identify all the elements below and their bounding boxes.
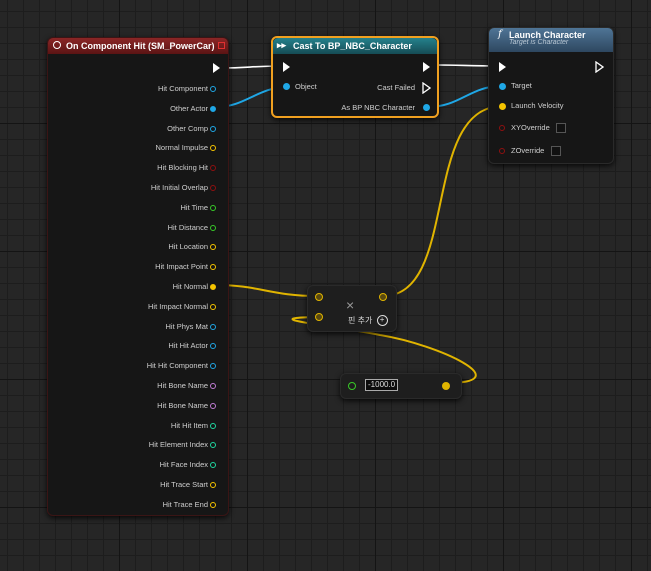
event-node-header[interactable]: On Component Hit (SM_PowerCar)	[48, 38, 228, 54]
cast-exec-out-pin[interactable]	[423, 62, 430, 72]
event-pin-label: Hit Location	[168, 242, 208, 252]
event-node-on-component-hit[interactable]: On Component Hit (SM_PowerCar) Hit Compo…	[47, 37, 229, 516]
launch-xy-override-label: XYOverride	[511, 123, 550, 132]
cast-failed-exec-pin[interactable]	[422, 82, 431, 94]
cast-node-header[interactable]: ▸▸ Cast To BP_NBC_Character	[273, 38, 437, 54]
event-output-pin[interactable]	[210, 501, 216, 508]
launch-z-override-checkbox[interactable]	[551, 146, 561, 156]
event-output-pin[interactable]	[210, 185, 216, 191]
event-output-pin[interactable]	[210, 363, 216, 370]
event-output-pin[interactable]	[210, 165, 216, 172]
cast-icon: ▸▸	[277, 40, 287, 50]
launch-exec-out-pin[interactable]	[595, 61, 604, 73]
event-output-pin[interactable]	[210, 442, 216, 449]
cast-as-label: As BP NBC Character	[341, 103, 415, 112]
event-node-title: On Component Hit (SM_PowerCar)	[66, 41, 215, 51]
event-pin-label: Hit Blocking Hit	[157, 163, 208, 173]
event-pin-label: Normal Impulse	[155, 143, 208, 153]
event-output-pin[interactable]	[210, 422, 216, 429]
event-output-pin[interactable]	[210, 86, 216, 92]
event-output-pin[interactable]	[210, 303, 216, 310]
event-pin-label: Hit Initial Overlap	[150, 183, 208, 192]
multiply-symbol: ×	[346, 297, 355, 313]
literal-float-output-pin[interactable]	[442, 382, 450, 390]
launch-z-override-pin[interactable]	[499, 148, 505, 154]
event-output-pin[interactable]	[210, 482, 216, 488]
event-output-pin[interactable]	[210, 105, 216, 112]
launch-xy-override-checkbox[interactable]	[556, 123, 566, 133]
multiply-node[interactable]: × 핀 추가 +	[307, 285, 397, 332]
event-exec-out-pin[interactable]	[213, 63, 220, 73]
launch-xy-override-pin[interactable]	[499, 125, 505, 131]
event-pin-label: Hit Impact Point	[155, 262, 208, 272]
event-output-pin[interactable]	[210, 204, 216, 211]
event-pin-label: Hit Face Index	[159, 460, 208, 470]
function-icon: f	[498, 29, 502, 40]
event-pin-label: Hit Phys Mat	[165, 321, 208, 331]
add-pin-label: 핀 추가	[348, 316, 373, 325]
cast-node-title: Cast To BP_NBC_Character	[293, 41, 412, 51]
event-pin-label: Hit Component	[157, 84, 208, 93]
cast-as-pin[interactable]	[423, 104, 430, 111]
event-pin-label: Hit Trace Start	[160, 480, 208, 489]
cast-object-label: Object	[295, 82, 317, 91]
event-pin-label: Hit Normal	[172, 282, 208, 291]
event-output-pin[interactable]	[210, 323, 216, 330]
cast-failed-label: Cast Failed	[377, 83, 415, 92]
literal-float-input-pin[interactable]	[348, 382, 356, 390]
multiply-input-b-pin[interactable]	[315, 313, 323, 321]
launch-target-pin[interactable]	[499, 83, 506, 90]
launch-node-title: Launch Character	[509, 30, 586, 40]
launch-node-header[interactable]: f Launch Character Target is Character	[489, 28, 613, 52]
launch-z-override-label: ZOverride	[511, 146, 545, 155]
event-output-pin[interactable]	[210, 145, 216, 152]
event-pin-label: Hit Trace End	[162, 499, 208, 509]
multiply-input-a-pin[interactable]	[315, 293, 323, 301]
event-pin-label: Hit Hit Actor	[168, 341, 208, 351]
cast-object-pin[interactable]	[283, 83, 290, 90]
cast-exec-in-pin[interactable]	[283, 62, 290, 72]
event-pin-label: Other Actor	[170, 103, 208, 113]
event-pin-label: Hit Bone Name	[157, 400, 208, 410]
cast-node[interactable]: ▸▸ Cast To BP_NBC_Character Object Cast …	[271, 36, 439, 118]
add-pin-plus-icon: +	[376, 315, 388, 327]
event-pin-label: Hit Hit Item	[170, 420, 208, 430]
event-pin-label: Hit Distance	[167, 222, 208, 232]
launch-character-node[interactable]: f Launch Character Target is Character T…	[488, 27, 614, 164]
event-pin-label: Hit Bone Name	[157, 381, 208, 390]
launch-velocity-pin[interactable]	[499, 103, 506, 110]
event-output-pin[interactable]	[210, 284, 216, 290]
launch-node-subtitle: Target is Character	[509, 39, 569, 46]
event-pin-label: Hit Time	[180, 202, 208, 212]
float-value-field[interactable]: -1000.0	[365, 379, 399, 391]
event-output-pin[interactable]	[210, 244, 216, 251]
multiply-output-pin[interactable]	[379, 293, 387, 301]
event-pin-label: Hit Impact Normal	[147, 301, 208, 311]
event-pin-label: Hit Element Index	[148, 440, 208, 450]
event-output-pin[interactable]	[210, 264, 216, 271]
event-pin-label: Hit Hit Component	[146, 361, 208, 371]
launch-target-label: Target	[511, 81, 532, 90]
event-delegate-icon[interactable]	[218, 42, 225, 49]
event-output-pin[interactable]	[210, 462, 216, 469]
event-pin-label: Other Comp	[167, 123, 208, 133]
event-output-pin[interactable]	[210, 125, 216, 132]
event-output-pin[interactable]	[210, 343, 216, 350]
event-icon	[53, 41, 61, 49]
make-literal-float-node[interactable]: -1000.0	[340, 373, 462, 399]
add-pin-button[interactable]: 핀 추가 +	[348, 315, 388, 327]
event-output-pin[interactable]	[210, 383, 216, 389]
event-output-pin[interactable]	[210, 402, 216, 409]
event-output-pin[interactable]	[210, 224, 216, 231]
launch-velocity-label: Launch Velocity	[511, 101, 564, 110]
launch-exec-in-pin[interactable]	[499, 62, 506, 72]
